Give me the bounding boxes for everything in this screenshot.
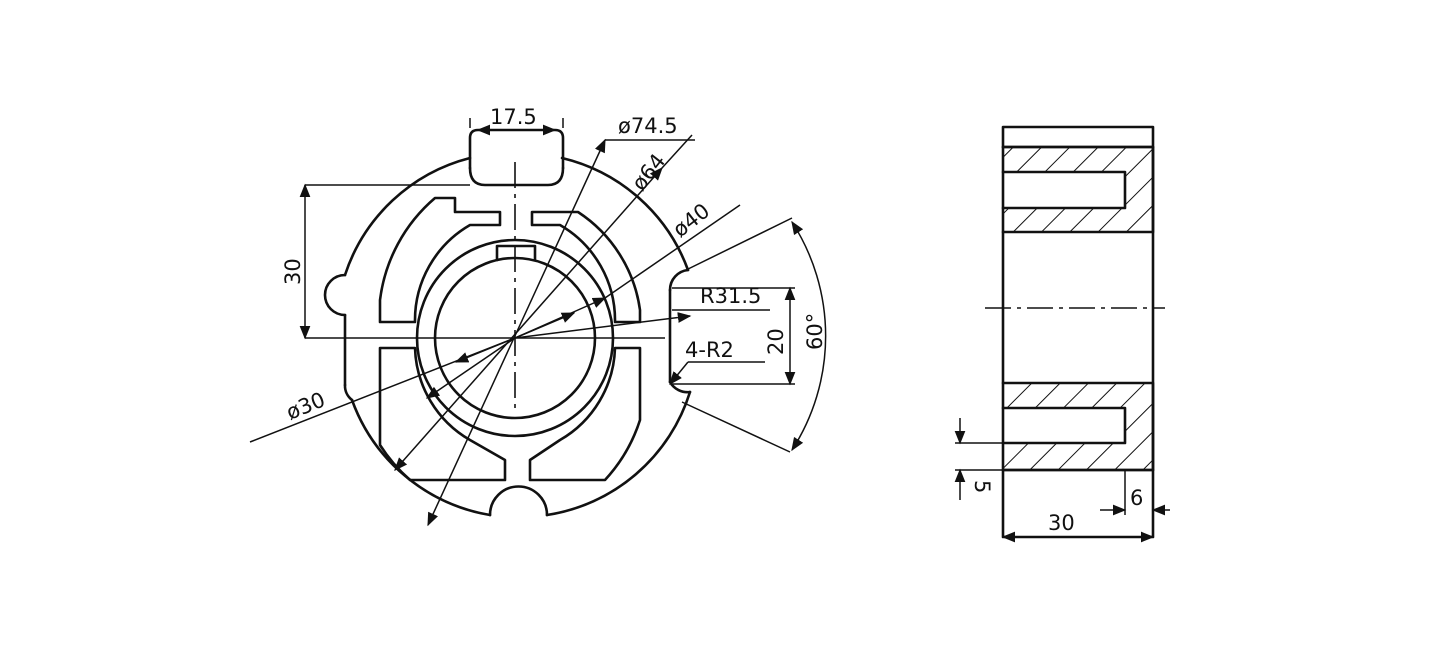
cavity-top-left — [378, 196, 502, 324]
dim-key-width: 17.5 — [469, 105, 564, 136]
dim-gap-20: 20 — [672, 286, 796, 386]
dim-wall-6: 6 — [1100, 470, 1170, 516]
side-view: 5 30 6 — [954, 125, 1170, 543]
front-view: 17.5 30 ø74.5 ø64 ø40 — [249, 105, 827, 527]
cavity-top-right — [530, 210, 642, 324]
label-gap-20: 20 — [764, 328, 788, 355]
label-angle: 60° — [803, 313, 827, 350]
label-slot-5: 5 — [970, 480, 994, 493]
label-outer-diameter: ø74.5 — [618, 114, 678, 138]
cavity-bottom-right — [528, 346, 642, 482]
dim-height-30: 30 — [281, 183, 470, 340]
label-diameter-64: ø64 — [627, 149, 670, 195]
label-key-width: 17.5 — [490, 105, 537, 129]
label-bore-diameter: ø30 — [283, 388, 329, 425]
dim-bore-diameter: ø30 — [249, 312, 576, 443]
dim-fillet: 4-R2 — [669, 338, 765, 386]
label-diameter-40: ø40 — [668, 199, 714, 242]
label-fillet: 4-R2 — [685, 338, 734, 362]
lower-section — [1001, 381, 1155, 472]
dim-width-30: 30 — [1001, 511, 1155, 543]
label-width-30: 30 — [1048, 511, 1075, 535]
dim-slot-5: 5 — [954, 418, 1003, 500]
label-wall-6: 6 — [1130, 486, 1143, 510]
top-key — [468, 128, 565, 187]
upper-section — [1001, 145, 1155, 234]
label-height-30: 30 — [281, 258, 305, 285]
dim-angle-60: 60° — [681, 217, 827, 453]
outer-contour — [323, 156, 692, 517]
